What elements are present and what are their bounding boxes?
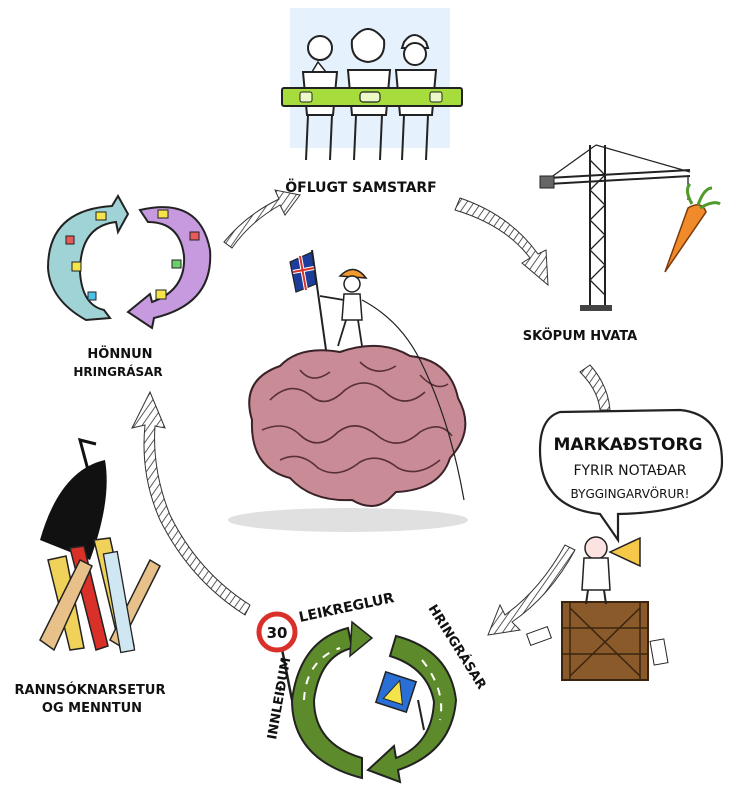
speech-bubble-line1: MARKAÐSTORG <box>553 435 702 455</box>
cycle-arrow-5 <box>131 390 251 616</box>
speed-sign-number: 30 <box>267 624 288 642</box>
brain-climber-illustration <box>228 249 468 532</box>
circular-arrows-illustration <box>46 194 212 330</box>
megaphone-crate-illustration <box>525 536 669 681</box>
books-pencils-illustration <box>39 437 161 654</box>
crane-carrot-illustration <box>539 144 721 311</box>
cycle-arrow-1 <box>223 189 301 249</box>
research-label-line2: OG MENNTUN <box>42 701 142 716</box>
cycle-arrow-2 <box>454 197 549 287</box>
design-label-line2: HRINGRÁSAR <box>73 364 162 379</box>
incentives-label: SKÖPUM HVATA <box>523 328 637 344</box>
roundabout-illustration <box>256 611 458 784</box>
cycle-arrow-4 <box>487 544 576 636</box>
research-label-line1: RANNSÓKNARSETUR <box>15 682 166 698</box>
speech-bubble-line3: BYGGINGARVÖRUR! <box>571 485 690 501</box>
rules-label-line1: INNLEIÐUM <box>265 656 294 740</box>
team-illustration <box>281 8 463 161</box>
design-label-line1: HÖNNUN <box>87 346 152 362</box>
collab-label: ÖFLUGT SAMSTARF <box>285 178 437 196</box>
speech-bubble-line2: FYRIR NOTAÐAR <box>573 463 686 479</box>
speech-bubble <box>538 408 724 544</box>
rules-label-line2: LEIKREGLUR <box>298 590 396 626</box>
cycle-arrow-3 <box>579 364 611 411</box>
